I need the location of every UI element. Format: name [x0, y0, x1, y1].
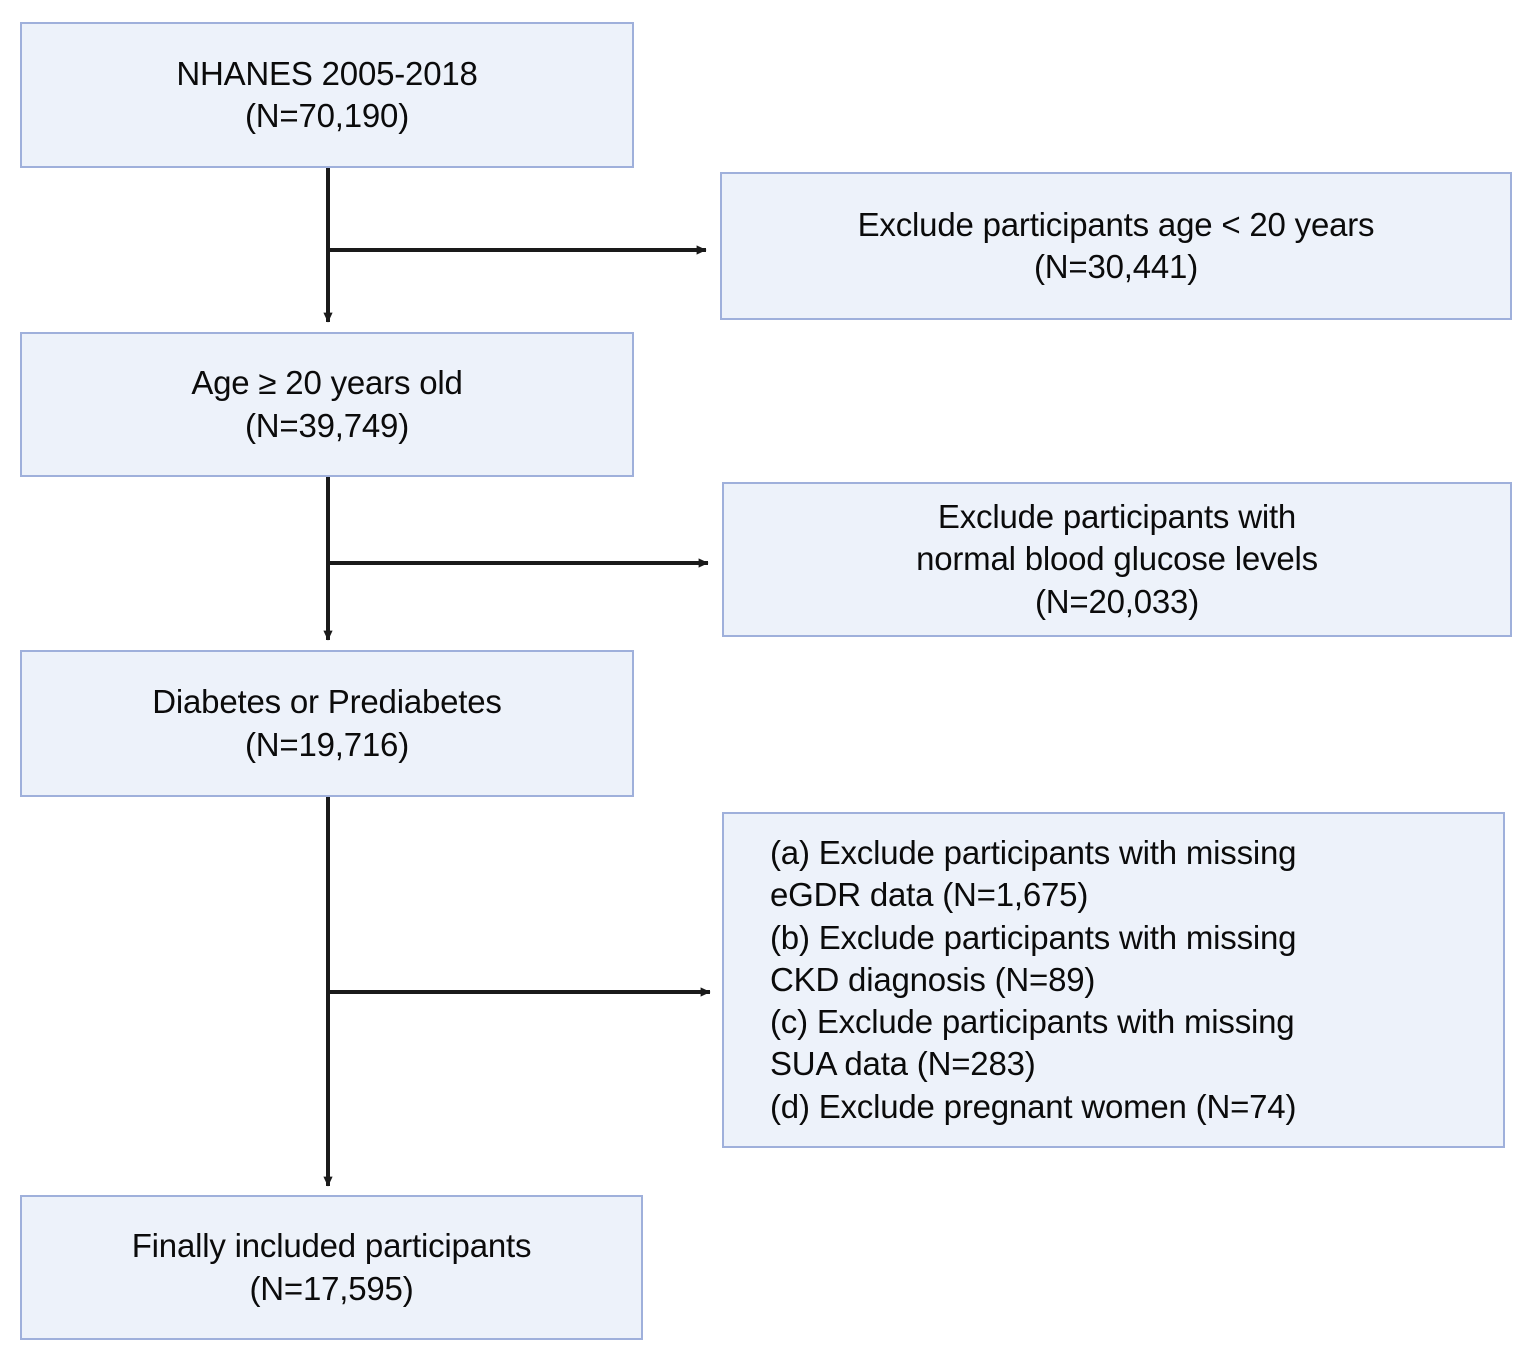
node-diabetes-line2: (N=19,716): [244, 725, 409, 763]
node-exclude-glucose-line3: (N=20,033): [1034, 582, 1199, 620]
node-exclude-glucose-line1: Exclude participants with: [937, 498, 1297, 536]
node-diabetes-or-prediabetes: Diabetes or Prediabetes (N=19,716): [20, 650, 634, 797]
node-age-20-or-older: Age ≥ 20 years old (N=39,749): [20, 332, 634, 477]
exclusion-item-b-line1: (b) Exclude participants with missing: [770, 918, 1297, 956]
exclusion-item-d-line1: (d) Exclude pregnant women (N=74): [770, 1087, 1297, 1125]
exclusion-item-a-line1: (a) Exclude participants with missing: [770, 834, 1297, 872]
node-exclude-normal-glucose: Exclude participants with normal blood g…: [722, 482, 1512, 637]
node-exclude-age-under-20: Exclude participants age < 20 years (N=3…: [720, 172, 1512, 320]
exclusion-item-b-line2: CKD diagnosis (N=89): [770, 960, 1096, 998]
exclusion-item-a-line2: eGDR data (N=1,675): [770, 876, 1089, 914]
node-final-line1: Finally included participants: [131, 1227, 532, 1265]
node-age-line2: (N=39,749): [244, 406, 409, 444]
node-source-cohort: NHANES 2005-2018 (N=70,190): [20, 22, 634, 168]
node-source-line2: (N=70,190): [244, 97, 409, 134]
node-exclude-age-line1: Exclude participants age < 20 years: [857, 205, 1375, 243]
node-diabetes-line1: Diabetes or Prediabetes: [152, 683, 502, 721]
node-final-line2: (N=17,595): [249, 1269, 414, 1307]
node-age-line1: Age ≥ 20 years old: [191, 364, 463, 402]
exclusion-item-c-line1: (c) Exclude participants with missing: [770, 1003, 1295, 1041]
node-exclude-age-line2: (N=30,441): [1033, 248, 1198, 285]
node-final-included: Finally included participants (N=17,595): [20, 1195, 643, 1340]
node-exclude-missing-data: (a) Exclude participants with missing eG…: [722, 812, 1505, 1148]
node-exclude-glucose-line2: normal blood glucose levels: [916, 540, 1318, 578]
node-source-line1: NHANES 2005-2018: [176, 54, 478, 92]
exclusion-item-c-line2: SUA data (N=283): [770, 1045, 1036, 1083]
